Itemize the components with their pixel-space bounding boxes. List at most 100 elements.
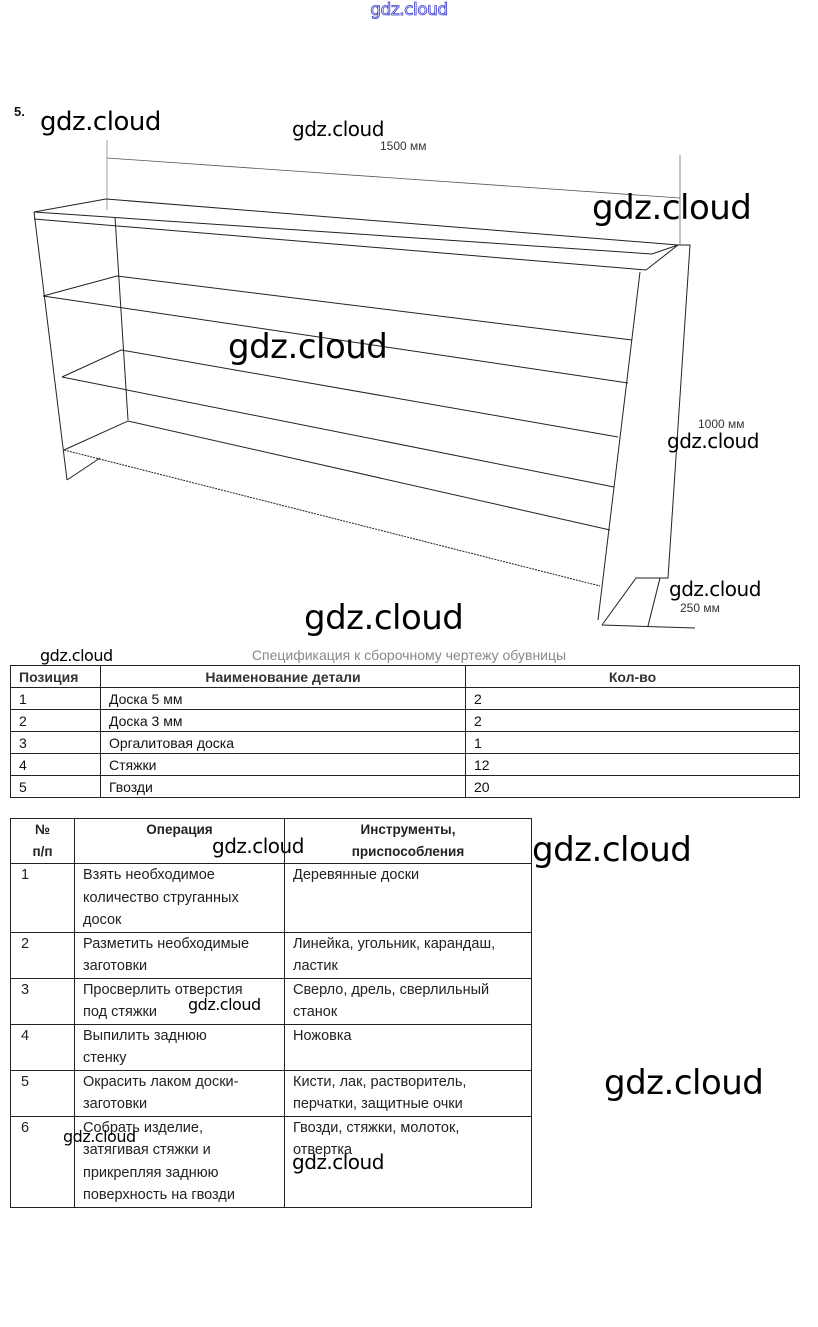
watermark: gdz.cloud [292, 1150, 384, 1174]
dimension-width-label: 1500 мм [380, 139, 427, 153]
table-row: 3 Просверлить отверстия под стяжки Сверло, … [10, 977, 532, 1025]
shelf-3-front [63, 449, 601, 587]
cell-line: ластик [293, 958, 338, 974]
spec-cell-part-name: Доска 3 мм [100, 709, 466, 732]
spec-cell-position: 4 [10, 753, 101, 776]
spec-cell-quantity: 2 [465, 709, 800, 732]
table-row: 4 Стяжки 12 [10, 753, 800, 776]
ops-cell-operation: Выпилить заднюю стенку [74, 1023, 285, 1071]
watermark: gdz.cloud [304, 598, 464, 638]
cell-line: Взять необходимое [83, 867, 215, 883]
cell-line: досок [83, 912, 122, 928]
dimension-line-width [106, 157, 681, 199]
spec-table-caption: Спецификация к сборочному чертежу обувни… [251, 647, 567, 663]
spec-cell-part-name: Гвозди [100, 775, 466, 798]
ops-cell-number: 2 [10, 931, 75, 979]
shelf-1-front [42, 295, 629, 384]
watermark: gdz.cloud [532, 830, 692, 870]
cell-line: заготовки [83, 1096, 148, 1112]
spec-cell-position: 2 [10, 709, 101, 732]
cell-line: Выпилить заднюю [83, 1027, 207, 1044]
watermark: gdz.cloud [40, 646, 113, 665]
table-row: 5 Гвозди 20 [10, 775, 800, 798]
watermark: gdz.cloud [63, 1127, 136, 1146]
spec-cell-quantity: 2 [465, 687, 800, 710]
cell-line: Просверлить отверстия [83, 981, 243, 998]
cell-line: Окрасить лаком доски- [83, 1073, 239, 1090]
spec-cell-part-name: Стяжки [100, 753, 466, 776]
shelf-1 [42, 275, 633, 341]
watermark: gdz.cloud [592, 188, 752, 228]
assembly-drawing [33, 140, 696, 629]
cell-line: Линейка, угольник, карандаш, [293, 935, 496, 952]
spec-table: Позиция Наименование детали Кол-во 1 Дос… [10, 665, 800, 798]
header-line: Операция [146, 822, 213, 837]
watermark: gdz.cloud [40, 107, 161, 137]
ops-cell-operation: Взять необходимое количество струганных до… [74, 863, 285, 933]
ops-cell-number: 5 [10, 1069, 75, 1117]
cell-line: прикрепляя заднюю [83, 1164, 219, 1181]
spec-table-header-row: Позиция Наименование детали Кол-во [10, 665, 800, 688]
cell-line: поверхность на гвозди [83, 1187, 235, 1203]
ops-cell-number: 1 [10, 863, 75, 933]
spec-cell-quantity: 12 [465, 753, 800, 776]
watermark: gdz.cloud [604, 1063, 764, 1103]
top-board-edge [33, 218, 647, 271]
ops-cell-number: 3 [10, 977, 75, 1025]
cell-line: стенку [83, 1050, 127, 1066]
ops-cell-number: 4 [10, 1023, 75, 1071]
header-line: № [34, 822, 51, 837]
spec-cell-position: 5 [10, 775, 101, 798]
left-panel-back [114, 216, 129, 421]
ops-cell-operation: Просверлить отверстия под стяжки [74, 977, 285, 1025]
ops-cell-tools: Деревянные доски [284, 863, 532, 933]
spec-cell-part-name: Оргалитовая доска [100, 731, 466, 754]
ops-cell-number: 6 [10, 1115, 75, 1208]
cell-line: Разметить необходимые [83, 935, 250, 952]
spec-cell-part-name: Доска 5 мм [100, 687, 466, 710]
header-line: п/п [32, 844, 53, 859]
table-row: 1 Доска 5 мм 2 [10, 687, 800, 710]
spec-cell-quantity: 1 [465, 731, 800, 754]
ops-header-tools: Инструменты, приспособления [284, 818, 532, 864]
header-line: Инструменты, [360, 822, 456, 837]
task-number: 5. [14, 104, 25, 119]
right-panel-base [601, 624, 696, 629]
operations-table: № п/п Операция Инструменты, приспособлен… [10, 818, 532, 1208]
cell-line: Гвозди, стяжки, молоток, [293, 1119, 460, 1136]
spec-cell-quantity: 20 [465, 775, 800, 798]
shelf-2-front [61, 376, 615, 488]
cell-line: затягивая стяжки и [83, 1142, 211, 1158]
watermark: gdz.cloud [667, 429, 759, 453]
ops-header-number: № п/п [10, 818, 75, 864]
ops-cell-tools: Ножовка [284, 1023, 532, 1071]
site-link[interactable]: gdz.cloud [370, 0, 449, 20]
header-line: приспособления [351, 844, 465, 859]
bottom-brace [66, 457, 101, 481]
watermark: gdz.cloud [212, 834, 304, 858]
cell-line: Деревянные доски [293, 867, 420, 883]
cell-line: отвертка [293, 1142, 353, 1158]
spec-header-part-name: Наименование детали [100, 665, 466, 688]
table-row: 1 Взять необходимое количество струганных д… [10, 863, 532, 933]
watermark: gdz.cloud [228, 327, 388, 367]
table-row: 3 Оргалитовая доска 1 [10, 731, 800, 754]
cell-line: под стяжки [83, 1004, 157, 1020]
left-panel-front [33, 211, 68, 481]
watermark: gdz.cloud [669, 577, 761, 601]
spec-header-position: Позиция [10, 665, 101, 688]
dimension-depth-label: 250 мм [680, 601, 720, 615]
ops-cell-tools: Гвозди, стяжки, молоток, отвертка [284, 1115, 532, 1208]
right-panel-inner [597, 271, 641, 621]
right-panel [601, 244, 691, 626]
cell-line: количество струганных [83, 889, 239, 906]
table-row: 2 Доска 3 мм 2 [10, 709, 800, 732]
watermark: gdz.cloud [292, 117, 384, 141]
shelf-2 [61, 349, 619, 438]
